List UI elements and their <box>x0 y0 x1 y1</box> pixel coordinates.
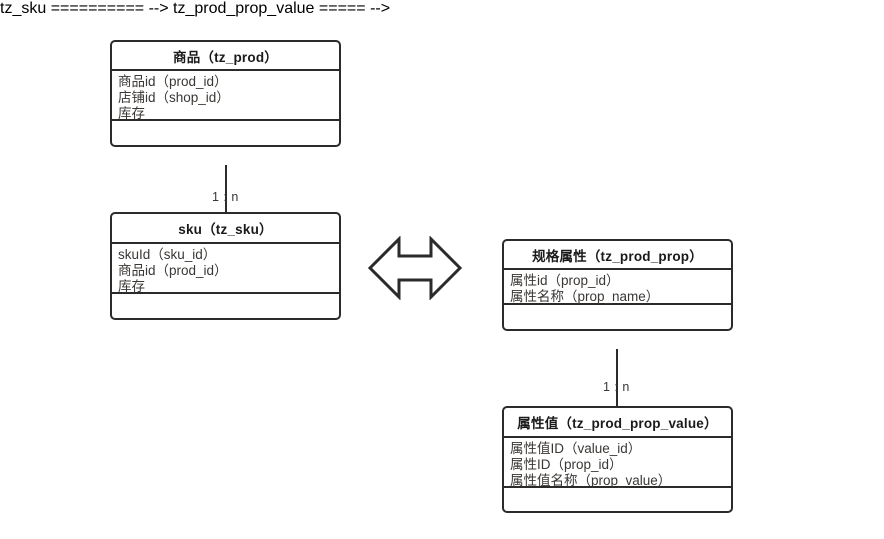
entity-title: 商品（tz_prod） <box>112 42 339 71</box>
entity-tz-prod[interactable]: 商品（tz_prod） 商品id（prod_id） 店铺id（shop_id） … <box>110 40 341 147</box>
entity-title: sku（tz_sku） <box>112 214 339 244</box>
entity-methods <box>112 121 339 145</box>
entity-methods <box>504 488 731 511</box>
entity-field: 属性值名称（prop_value） <box>510 473 672 488</box>
relation-line <box>225 165 227 217</box>
entity-field: 商品id（prod_id） <box>118 74 228 89</box>
entity-field: 商品id（prod_id） <box>118 263 228 278</box>
entity-tz-prod-prop-value[interactable]: 属性值（tz_prod_prop_value） 属性值ID（value_id） … <box>502 406 733 513</box>
relation-cardinality-label: 1 : n <box>212 190 239 204</box>
entity-field: 店铺id（shop_id） <box>118 90 230 105</box>
entity-tz-prod-prop[interactable]: 规格属性（tz_prod_prop） 属性id（prop_id） 属性名称（pr… <box>502 239 733 331</box>
relation-line <box>616 349 618 411</box>
entity-title: 规格属性（tz_prod_prop） <box>504 241 731 270</box>
relation-cardinality-label: 1 : n <box>603 380 630 394</box>
entity-field: 库存 <box>118 279 145 294</box>
entity-fields: 属性id（prop_id） 属性名称（prop_name） <box>504 270 731 305</box>
entity-methods <box>112 294 339 318</box>
entity-fields: 商品id（prod_id） 店铺id（shop_id） 库存 <box>112 71 339 121</box>
entity-field: 库存 <box>118 106 145 121</box>
entity-methods <box>504 305 731 329</box>
bidirectional-arrow-icon <box>367 235 463 301</box>
entity-field: 属性ID（prop_id） <box>510 457 623 472</box>
entity-tz-sku[interactable]: sku（tz_sku） skuId（sku_id） 商品id（prod_id） … <box>110 212 341 320</box>
entity-fields: skuId（sku_id） 商品id（prod_id） 库存 <box>112 244 339 294</box>
entity-field: 属性id（prop_id） <box>510 273 620 288</box>
entity-title: 属性值（tz_prod_prop_value） <box>504 408 731 438</box>
entity-field: 属性名称（prop_name） <box>510 289 660 304</box>
entity-field: skuId（sku_id） <box>118 247 217 262</box>
entity-field: 属性值ID（value_id） <box>510 441 642 456</box>
entity-fields: 属性值ID（value_id） 属性ID（prop_id） 属性值名称（prop… <box>504 438 731 488</box>
